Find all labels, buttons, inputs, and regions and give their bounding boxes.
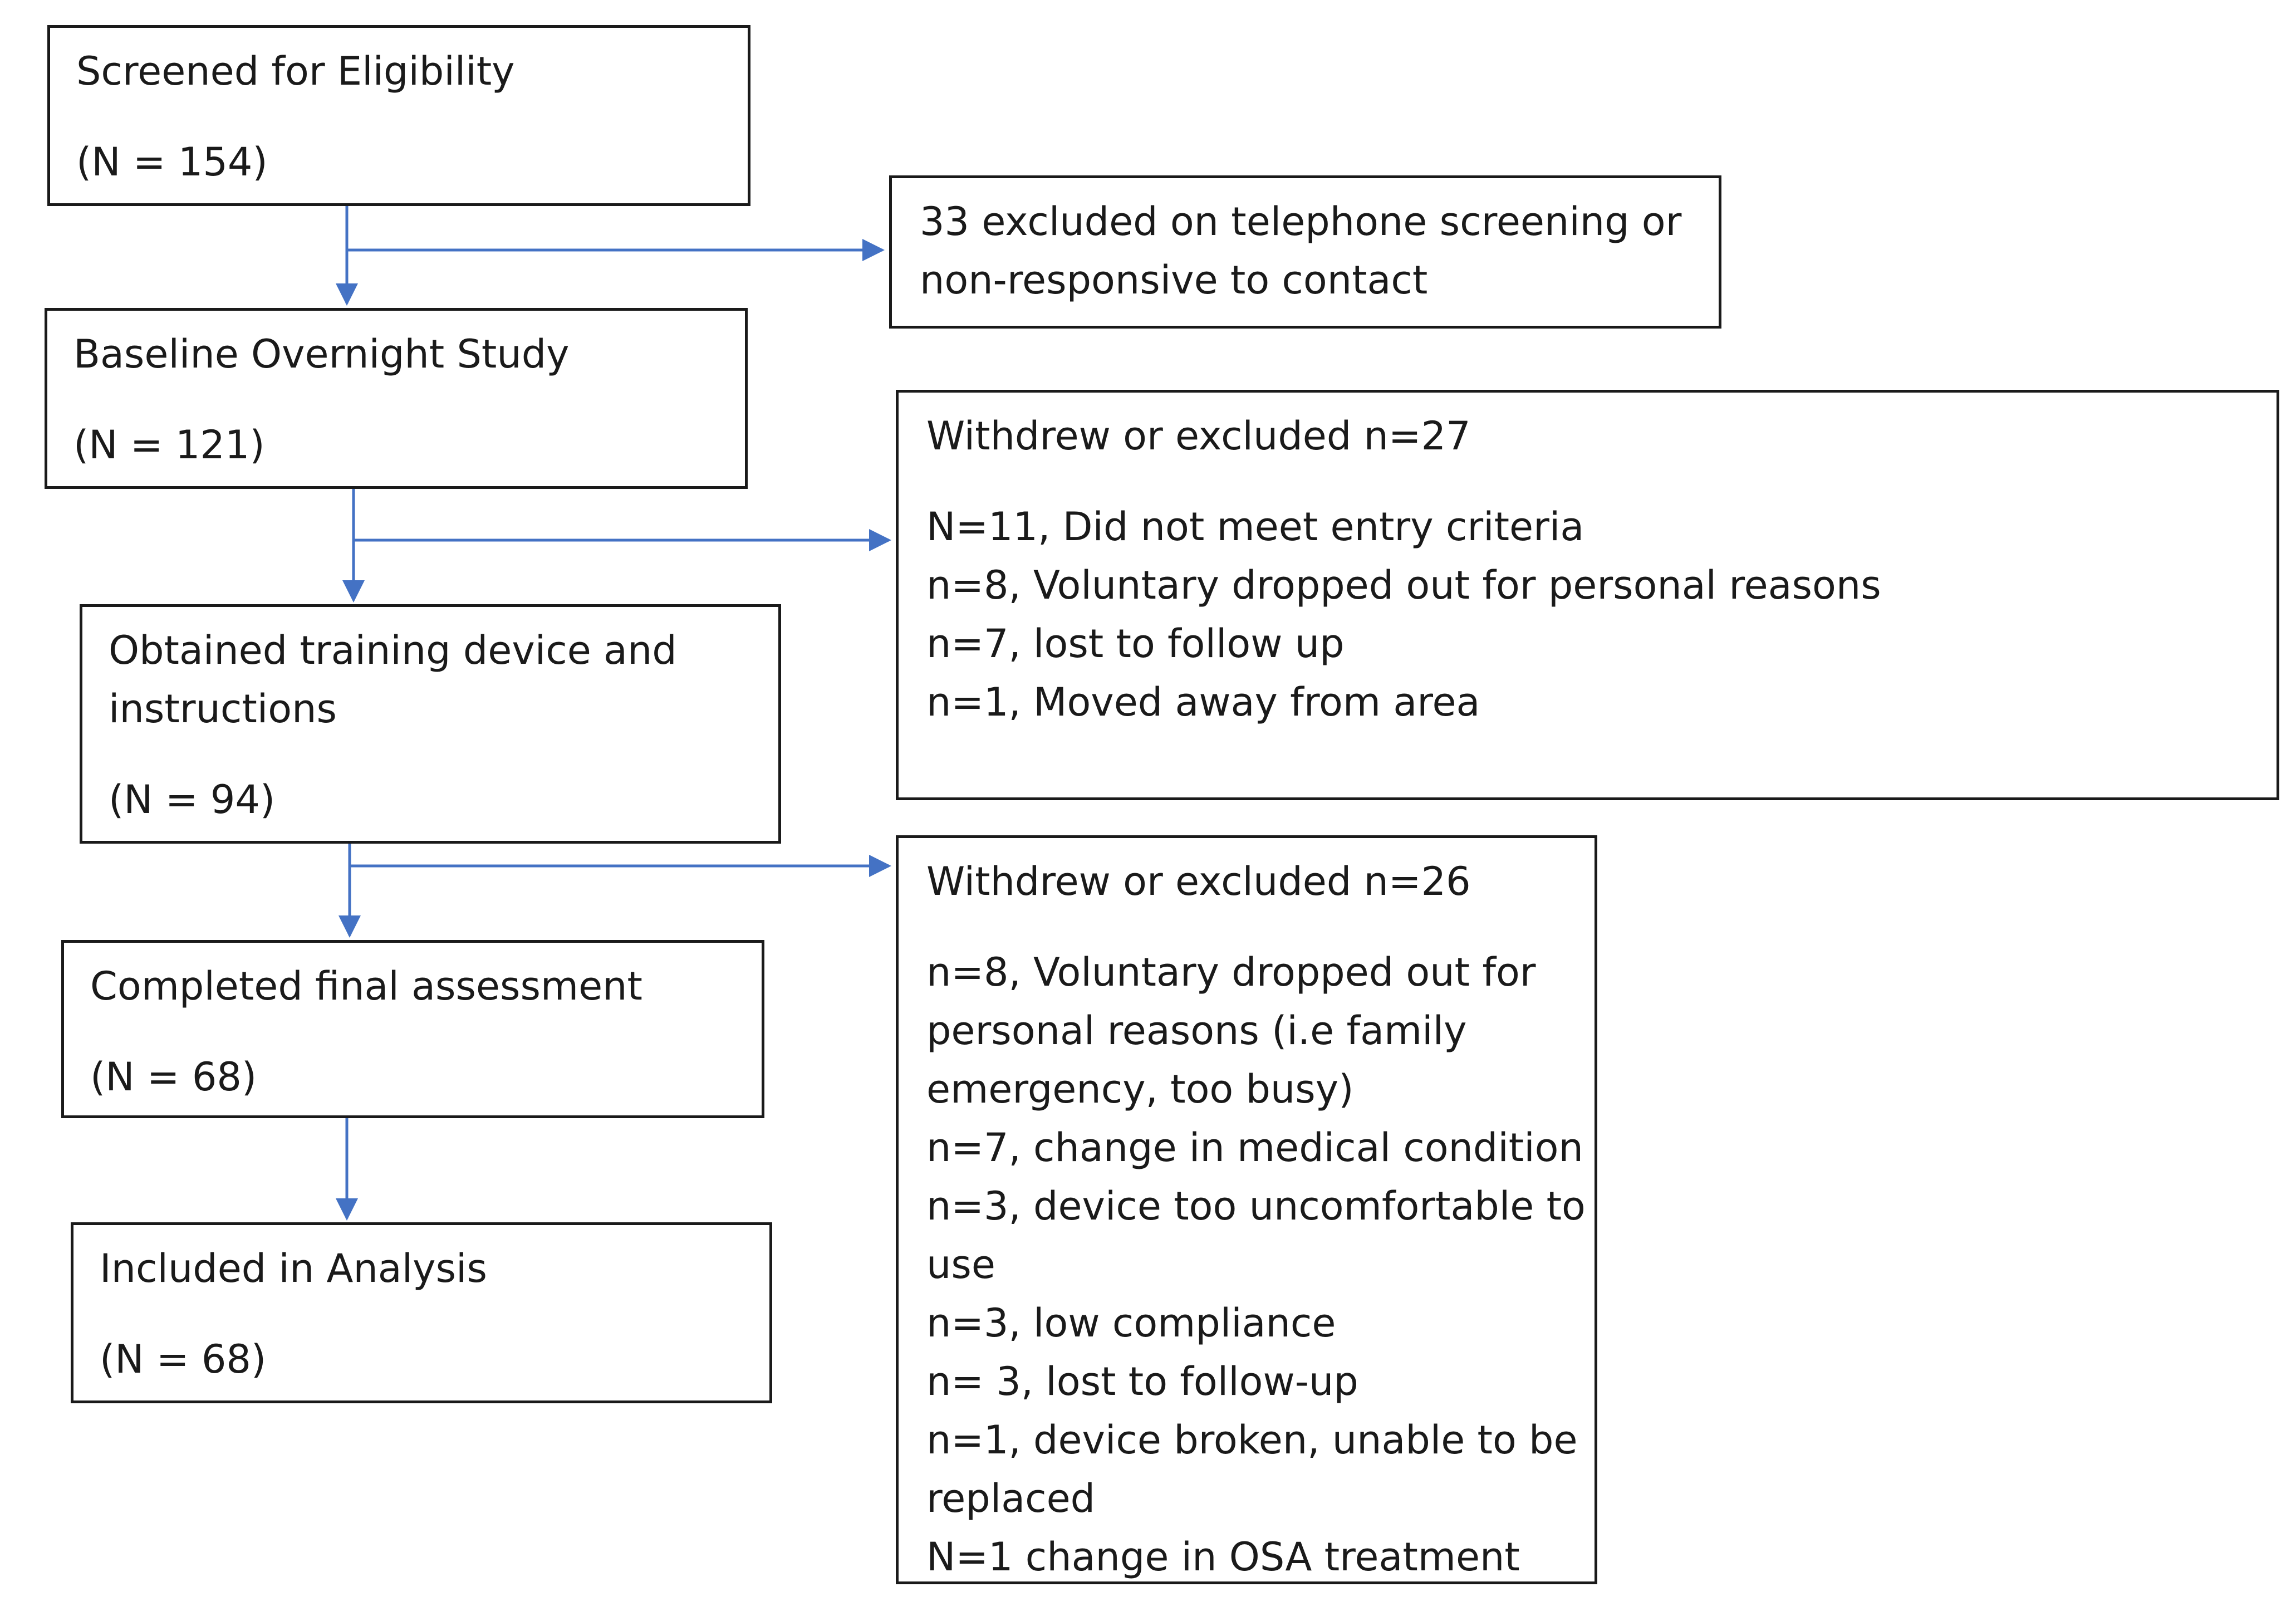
- box-title: Completed final assessment: [90, 963, 642, 1009]
- exclusion-line: N=1 change in OSA treatment: [926, 1534, 1520, 1580]
- box-count: (N = 68): [90, 1054, 257, 1100]
- box-count: (N = 154): [76, 139, 268, 185]
- exclusion-line: personal reasons (i.e family: [926, 1008, 1467, 1054]
- exclusion-line: n=3, low compliance: [926, 1300, 1336, 1346]
- box-device: Obtained training device and instruction…: [80, 604, 781, 844]
- exclusion-line: n=8, Voluntary dropped out for: [926, 949, 1536, 995]
- box-analysis: Included in Analysis (N = 68): [71, 1222, 772, 1403]
- box-title-line-2: instructions: [109, 686, 337, 732]
- exclusion-line: 33 excluded on telephone screening or: [920, 199, 1682, 244]
- box-title: Baseline Overnight Study: [73, 331, 570, 377]
- box-count: (N = 94): [109, 777, 276, 822]
- exclusion-line: n=7, change in medical condition: [926, 1125, 1583, 1171]
- box-title-line-1: Obtained training device and: [109, 628, 677, 673]
- box-title: Included in Analysis: [100, 1246, 487, 1291]
- box-baseline: Baseline Overnight Study (N = 121): [45, 308, 748, 489]
- exclusion-line: n=8, Voluntary dropped out for personal …: [926, 562, 1881, 608]
- exclusion-line: n= 3, lost to follow-up: [926, 1359, 1358, 1404]
- exclusion-line: n=1, device broken, unable to be: [926, 1417, 1578, 1463]
- box-exclusion-telephone: 33 excluded on telephone screening or no…: [889, 175, 1721, 329]
- exclusion-line: emergency, too busy): [926, 1066, 1354, 1112]
- exclusion-line: n=1, Moved away from area: [926, 679, 1480, 725]
- box-screened: Screened for Eligibility (N = 154): [47, 25, 750, 206]
- exclusion-line: use: [926, 1242, 995, 1287]
- exclusion-line: n=3, device too uncomfortable to: [926, 1183, 1586, 1229]
- exclusion-line: N=11, Did not meet entry criteria: [926, 504, 1584, 550]
- exclusion-line: non-responsive to contact: [920, 257, 1428, 303]
- box-count: (N = 121): [73, 422, 265, 468]
- box-count: (N = 68): [100, 1336, 267, 1382]
- exclusion-title: Withdrew or excluded n=26: [926, 859, 1471, 904]
- box-title: Screened for Eligibility: [76, 48, 515, 94]
- box-exclusion-withdrew-27: Withdrew or excluded n=27 N=11, Did not …: [896, 390, 2279, 800]
- exclusion-title: Withdrew or excluded n=27: [926, 413, 1471, 459]
- exclusion-line: replaced: [926, 1476, 1096, 1521]
- exclusion-line: n=7, lost to follow up: [926, 621, 1345, 667]
- box-completed: Completed final assessment (N = 68): [61, 940, 764, 1118]
- box-exclusion-withdrew-26: Withdrew or excluded n=26 n=8, Voluntary…: [896, 835, 1597, 1584]
